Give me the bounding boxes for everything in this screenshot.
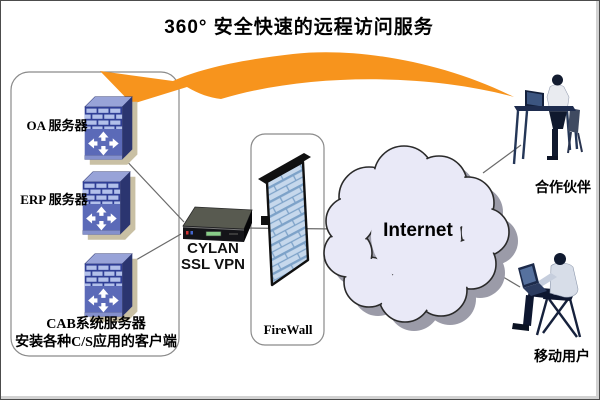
connection-line-oa-vpn	[120, 154, 185, 223]
vpn-appliance-icon	[182, 206, 253, 242]
partner-figure	[512, 74, 583, 165]
firewall-icon	[258, 153, 311, 287]
erp-server-label: ERP 服务器	[20, 192, 88, 207]
vpn-device-label-line2: SSL VPN	[181, 256, 245, 273]
mobile-user-figure	[512, 253, 582, 338]
partner-label: 合作伙伴	[535, 181, 591, 196]
vpn-device-label-line1: CYLAN	[187, 240, 239, 257]
vpn-device-label: CYLAN SSL VPN	[162, 241, 264, 273]
mobile-user-label: 移动用户	[534, 350, 590, 365]
oa-server-label: OA 服务器	[26, 118, 88, 133]
cab-server-icon	[84, 253, 138, 323]
cab-server-label: CAB系统服务器	[46, 317, 146, 332]
internet-label: Internet	[383, 220, 453, 241]
connection-line-cab-vpn	[128, 233, 182, 265]
remote-access-arrow-icon	[100, 52, 514, 104]
internet-cloud-icon	[323, 145, 518, 331]
firewall-label: FireWall	[263, 322, 313, 337]
diagram-title: 360° 安全快速的远程访问服务	[164, 17, 434, 38]
lan-zone-note: 安装各种C/S应用的客户端	[15, 335, 177, 350]
